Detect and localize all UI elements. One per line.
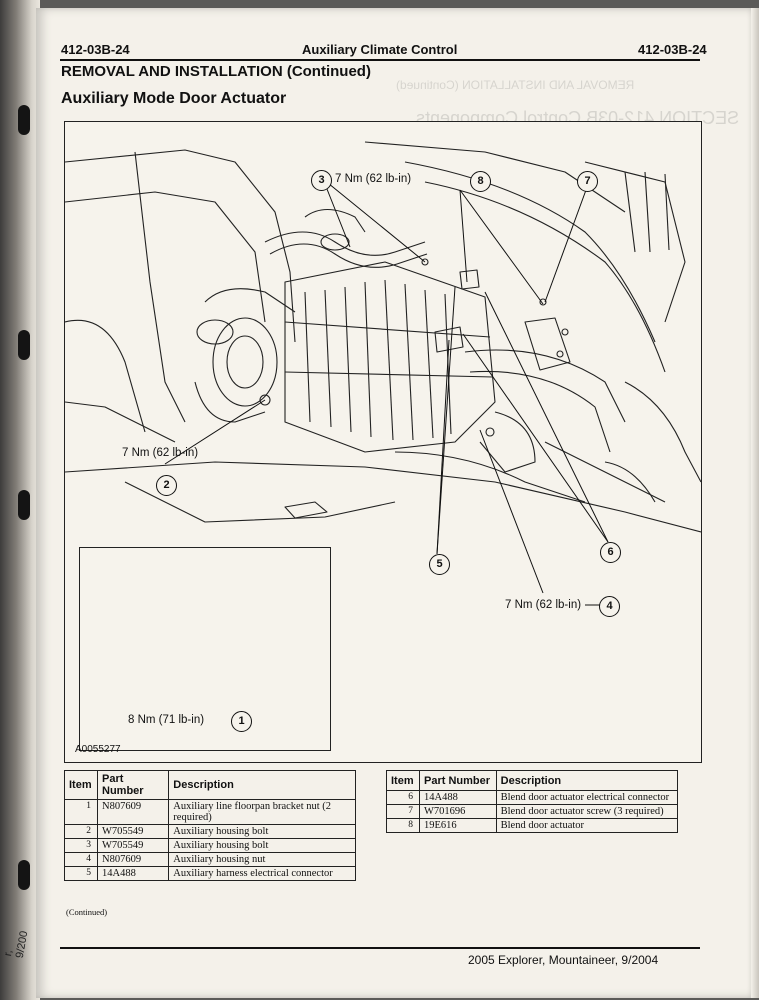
callout-1-torque: 8 Nm (71 lb-in) xyxy=(128,714,205,726)
table-row: 8 19E616 Blend door actuator xyxy=(386,818,679,833)
col-part-number: Part Number xyxy=(419,770,497,791)
previous-page-scrap: r, 9/200 xyxy=(2,929,31,960)
section-title: REMOVAL AND INSTALLATION (Continued) xyxy=(61,63,371,80)
table-row: 4 N807609 Auxiliary housing nut xyxy=(64,852,356,867)
callout-2-torque: 7 Nm (62 lb-in) xyxy=(122,447,199,459)
callout-8: 8 xyxy=(470,171,491,192)
col-description: Description xyxy=(495,770,679,791)
header-title: Auxiliary Climate Control xyxy=(302,42,458,57)
col-item: Item xyxy=(386,770,420,791)
technical-illustration: 3 7 Nm (62 lb-in) 8 7 7 Nm (62 lb-in) 2 … xyxy=(64,121,702,763)
col-description: Description xyxy=(168,770,356,800)
figure-id: A0055277 xyxy=(75,744,121,755)
continued-note: (Continued) xyxy=(66,907,108,917)
table-row: 1 N807609 Auxiliary line floorpan bracke… xyxy=(64,799,356,825)
binding-holes xyxy=(18,0,32,1000)
header-rule xyxy=(60,59,700,61)
callout-7: 7 xyxy=(577,171,598,192)
header-code-left: 412-03B-24 xyxy=(61,42,130,57)
manual-page: REMOVAL AND INSTALLATION (Continued) SEC… xyxy=(36,8,752,998)
header-code-right: 412-03B-24 xyxy=(638,42,707,57)
col-item: Item xyxy=(64,770,98,800)
callout-1: 1 xyxy=(231,711,252,732)
footer-text: 2005 Explorer, Mountaineer, 9/2004 xyxy=(468,953,659,967)
callout-3: 3 xyxy=(311,170,332,191)
subsection-title: Auxiliary Mode Door Actuator xyxy=(61,90,287,107)
table-row: 7 W701696 Blend door actuator screw (3 r… xyxy=(386,804,679,819)
table-row: 3 W705549 Auxiliary housing bolt xyxy=(64,838,356,853)
table-row: 2 W705549 Auxiliary housing bolt xyxy=(64,824,356,839)
parts-table-left: Item Part Number Description 1 N807609 A… xyxy=(64,770,356,881)
callout-3-torque: 7 Nm (62 lb-in) xyxy=(335,173,412,185)
table-row: 5 14A488 Auxiliary harness electrical co… xyxy=(64,866,356,881)
callout-2: 2 xyxy=(156,475,177,496)
callout-4: 4 xyxy=(599,596,620,617)
callout-4-torque: 7 Nm (62 lb-in) xyxy=(505,599,582,611)
callout-6: 6 xyxy=(600,542,621,563)
callout-5: 5 xyxy=(429,554,450,575)
col-part-number: Part Number xyxy=(96,770,170,800)
table-row: 6 14A488 Blend door actuator electrical … xyxy=(386,790,679,805)
parts-table-right: Item Part Number Description 6 14A488 Bl… xyxy=(386,770,679,833)
footer-rule xyxy=(60,947,700,949)
page-edge xyxy=(751,8,759,998)
detail-inset xyxy=(79,547,331,751)
